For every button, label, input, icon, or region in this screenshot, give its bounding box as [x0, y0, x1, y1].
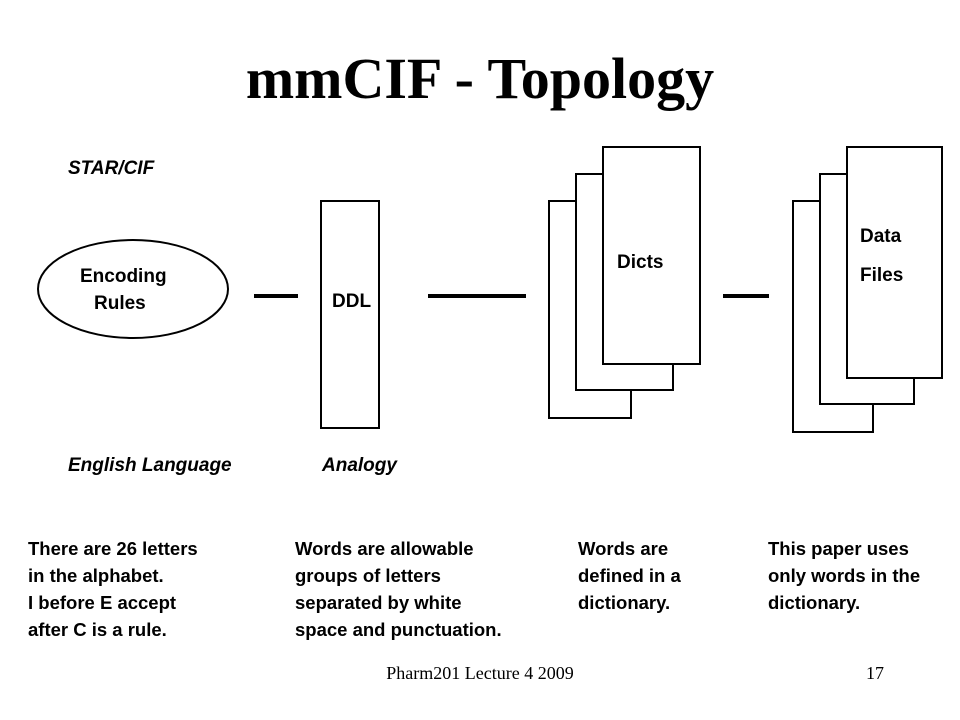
- caption-line: after C is a rule.: [28, 619, 167, 640]
- caption-line: defined in a: [578, 565, 681, 586]
- slide-title: mmCIF - Topology: [245, 46, 715, 111]
- caption-line: groups of letters: [295, 565, 441, 586]
- caption-line: only words in the: [768, 565, 921, 586]
- caption-line: Words are: [578, 538, 669, 559]
- caption-line: separated by white: [295, 592, 462, 613]
- dicts-page-stack: [548, 146, 701, 419]
- encoding-label-line2: Rules: [94, 293, 146, 314]
- encoding-rules-ellipse: [37, 239, 229, 339]
- caption-dicts: Words are defined in a dictionary.: [578, 535, 681, 616]
- encoding-label-line1: Encoding: [80, 266, 167, 287]
- ddl-box: [320, 200, 380, 429]
- caption-line: dictionary.: [578, 592, 671, 613]
- ddl-label: DDL: [332, 291, 371, 312]
- data-files-page-stack: [792, 146, 943, 433]
- english-language-label: English Language: [68, 455, 232, 476]
- caption-data-files: This paper uses only words in the dictio…: [768, 535, 920, 616]
- caption-ddl: Words are allowable groups of letters se…: [295, 535, 502, 643]
- caption-line: dictionary.: [768, 592, 861, 613]
- footer-lecture-label: Pharm201 Lecture 4 2009: [386, 663, 574, 683]
- data-files-page-front: [846, 146, 943, 379]
- dicts-label: Dicts: [617, 252, 663, 273]
- data-files-label-line1: Data: [860, 226, 902, 247]
- analogy-label: Analogy: [321, 455, 398, 476]
- dicts-page-front: [602, 146, 701, 365]
- data-files-label-line2: Files: [860, 265, 903, 286]
- caption-encoding-rules: There are 26 letters in the alphabet. I …: [28, 535, 198, 643]
- caption-line: There are 26 letters: [28, 538, 198, 559]
- star-cif-label: STAR/CIF: [68, 158, 156, 179]
- caption-line: This paper uses: [768, 538, 909, 559]
- page-number: 17: [866, 663, 884, 683]
- caption-line: in the alphabet.: [28, 565, 164, 586]
- caption-line: I before E accept: [28, 592, 177, 613]
- caption-line: space and punctuation.: [295, 619, 502, 640]
- caption-line: Words are allowable: [295, 538, 474, 559]
